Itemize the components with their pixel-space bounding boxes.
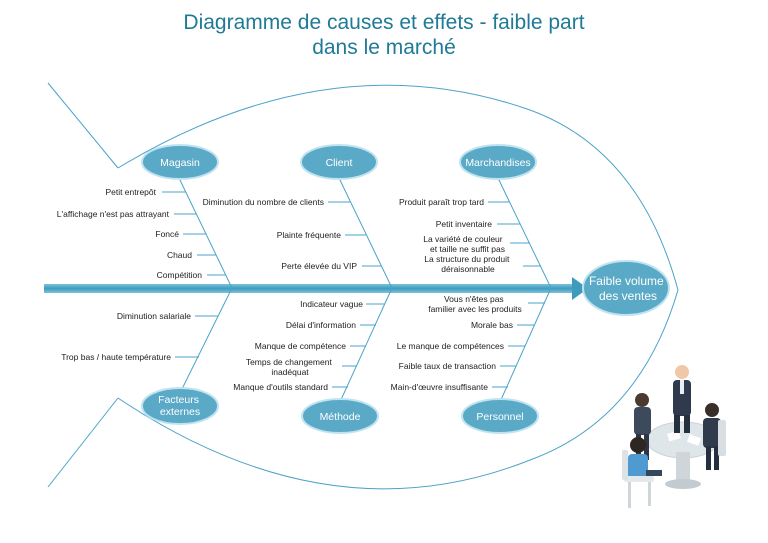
fish-body-upper-outline	[117, 84, 679, 291]
cause-label: Le manque de compétences	[397, 341, 504, 351]
bone-magasin	[178, 177, 233, 289]
spine-arrowhead	[572, 277, 588, 300]
category-marchandises-label: Marchandises	[465, 157, 530, 169]
cause-label: Compétition	[157, 270, 203, 280]
effect-label: Faible volume des ventes	[589, 274, 667, 303]
cause-label: Vous n'êtes pas familier avec les produi…	[428, 294, 522, 314]
bone-marchandises	[497, 177, 552, 289]
bone-client	[338, 177, 393, 289]
category-facteurs-externes-label: Facteurs externes	[158, 394, 202, 418]
cause-label: Main-d'œuvre insuffisante	[391, 382, 489, 392]
category-methode: Méthode	[301, 398, 379, 434]
cause-label: Indicateur vague	[300, 299, 363, 309]
cause-label: Temps de changement inadéquat	[246, 357, 334, 377]
category-methode-label: Méthode	[320, 411, 361, 423]
category-magasin-label: Magasin	[160, 157, 200, 169]
cause-label: Trop bas / haute température	[61, 352, 171, 362]
fish-tail-lower-outline	[47, 397, 119, 488]
category-magasin: Magasin	[141, 144, 219, 180]
bone-methode	[339, 287, 393, 403]
cause-label: Diminution du nombre de clients	[203, 197, 324, 207]
category-client-label: Client	[326, 157, 353, 169]
cause-label: Plainte fréquente	[277, 230, 342, 240]
cause-label: Morale bas	[471, 320, 513, 330]
cause-label: Foncé	[155, 229, 179, 239]
cause-label: Diminution salariale	[117, 311, 191, 321]
category-facteurs-externes: Facteurs externes	[141, 387, 219, 425]
cause-label: La structure du produit déraisonnable	[424, 254, 511, 274]
title-line-1: Diagramme de causes et effets - faible p…	[183, 11, 585, 34]
bone-facteurs-externes	[179, 287, 233, 394]
cause-label: Petit entrepôt	[105, 187, 156, 197]
title-line-2: dans le marché	[312, 36, 456, 59]
cause-label: La variété de couleur et taille ne suffi…	[423, 234, 505, 254]
cause-label: Manque de compétence	[255, 341, 346, 351]
category-marchandises: Marchandises	[459, 144, 537, 180]
fish-spine	[44, 284, 574, 293]
business-meeting-illustration	[622, 365, 726, 508]
cause-label: Perte élevée du VIP	[281, 261, 357, 271]
cause-label: Chaud	[167, 250, 192, 260]
category-client: Client	[300, 144, 378, 180]
cause-label: Faible taux de transaction	[399, 361, 497, 371]
fish-body-lower-outline	[117, 289, 679, 490]
cause-label: Produit paraît trop tard	[399, 197, 484, 207]
cause-label: Manque d'outils standard	[233, 382, 328, 392]
cause-label: Petit inventaire	[436, 219, 492, 229]
category-personnel: Personnel	[461, 398, 539, 434]
cause-label: Délai d'information	[286, 320, 356, 330]
fish-tail-upper-outline	[47, 82, 119, 169]
effect-head: Faible volume des ventes	[582, 260, 670, 316]
diagram-title: Diagramme de causes et effets - faible p…	[0, 10, 768, 60]
category-personnel-label: Personnel	[476, 411, 523, 423]
cause-label: L'affichage n'est pas attrayant	[57, 209, 170, 219]
bone-personnel	[499, 287, 552, 403]
